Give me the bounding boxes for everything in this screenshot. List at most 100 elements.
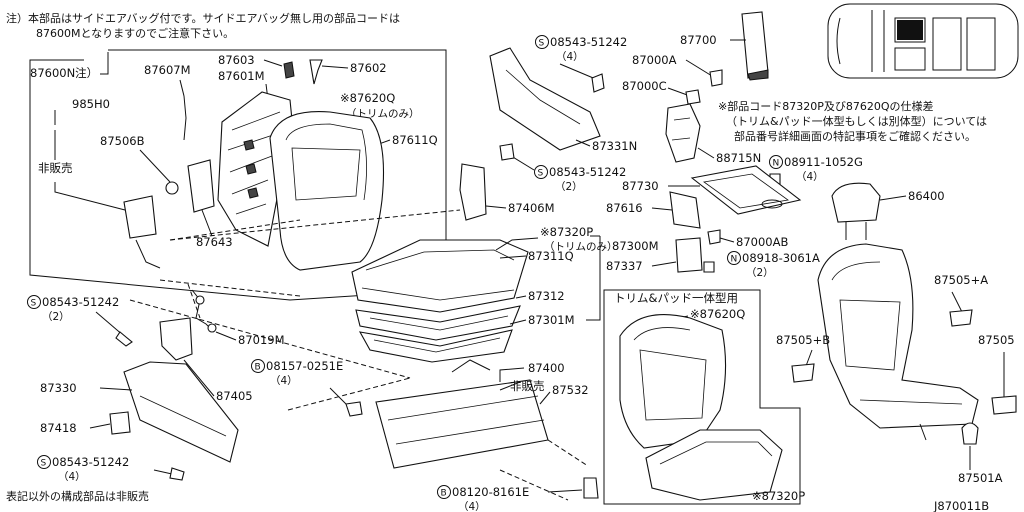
cover-87505-part (991, 395, 1017, 415)
nut-87506B-part (165, 181, 179, 195)
label-87320P-int: ※87320P (752, 489, 805, 503)
label-87505A: 87505+A (934, 273, 988, 287)
label-87406M: 87406M (508, 201, 555, 215)
label-trim-only-cushion: （トリムのみ） (544, 241, 618, 253)
nut-n1-callout: N 08911-1052G （4） (769, 155, 863, 185)
label-87532: 87532 (552, 383, 589, 397)
label-87330: 87330 (40, 381, 77, 395)
seatback-assembly-frame (29, 49, 447, 301)
label-87616: 87616 (606, 201, 643, 215)
label-87643: 87643 (196, 235, 233, 249)
nut-n1-qty: （4） (796, 171, 824, 183)
bolt-b2-callout: B 08120-8161E （4） (437, 477, 599, 512)
headrest-86400-part (831, 182, 881, 240)
recliner-bracket-87331N-part (489, 47, 601, 151)
note-not-sold: 表記以外の構成部品は非販売 (6, 489, 149, 503)
integrated-box-title: トリム&パッド一体型用 (614, 291, 738, 305)
label-87620Q-int: ※87620Q (690, 307, 745, 321)
cable-87607M-part (183, 95, 187, 141)
note-spec-line3: 部品番号詳細画面の特記事項をご確認ください。 (734, 129, 976, 143)
label-87000C: 87000C (622, 79, 667, 93)
label-985H0: 985H0 (72, 97, 110, 111)
bolt-s3-qty: （2） (555, 181, 583, 193)
seatback-cushion-part (269, 110, 384, 271)
bolt-s1-number: 08543-51242 (550, 35, 627, 49)
side-cover-87330-part (123, 361, 239, 463)
complete-seat-part (817, 243, 979, 441)
b-symbol: B (255, 363, 261, 373)
nut-n1-number: 08911-1052G (784, 155, 863, 169)
bracket-87337-part (675, 237, 703, 273)
bolt-b1-number: 08157-0251E (266, 359, 343, 373)
label-not-sold-airbag: 非販売 (38, 161, 73, 175)
b-symbol: B (441, 489, 447, 499)
label-87000AB: 87000AB (736, 235, 788, 249)
label-88715N: 88715N (716, 151, 761, 165)
s-symbol: S (41, 459, 47, 469)
seat-frame-87301M-part (358, 329, 513, 363)
label-87601M: 87601M (218, 69, 265, 83)
bolt-s4-callout: S 08543-51242 （4） (37, 455, 185, 483)
nut-n2-qty: （2） (746, 267, 774, 279)
label-87505B: 87505+B (776, 333, 830, 347)
integrated-trim-box (603, 289, 801, 505)
label-87312: 87312 (528, 289, 565, 303)
clip-87000C-part (685, 89, 701, 105)
label-87602: 87602 (350, 61, 387, 75)
bolt-s1-callout: S 08543-51242 （4） (535, 35, 627, 93)
label-87418: 87418 (40, 421, 77, 435)
label-87405: 87405 (216, 389, 253, 403)
clip-87000AB-part (707, 229, 721, 245)
hinge-88715N-part (665, 103, 701, 163)
label-87019M: 87019M (238, 333, 285, 347)
note-spec-line1: ※部品コード87320P及び87620Qの仕様差 (718, 99, 934, 113)
label-87331N: 87331N (592, 139, 637, 153)
knob-87418-part (109, 411, 131, 435)
note-spec-line2: （トリム&パッド一体型もしくは別体型）については (726, 114, 987, 128)
label-87620Q-trim: ※87620Q (340, 91, 395, 105)
bolt-s3-number: 08543-51242 (549, 165, 626, 179)
label-87607M: 87607M (144, 63, 191, 77)
label-87300M: 87300M (612, 239, 659, 253)
tray-87730-part (690, 165, 802, 215)
vehicle-locator-icon (827, 3, 1019, 79)
bolt-b2-qty: （4） (458, 501, 486, 512)
bolt-s4-qty: （4） (58, 471, 86, 483)
label-86400: 86400 (908, 189, 945, 203)
nut-n2-number: 08918-3061A (742, 251, 820, 265)
s-symbol: S (31, 299, 37, 309)
seat-cushion-part (351, 239, 529, 313)
bolt-s4-number: 08543-51242 (52, 455, 129, 469)
label-87730: 87730 (622, 179, 659, 193)
cover-87505B-part (791, 363, 815, 383)
bolt-s1-qty: （4） (556, 51, 584, 63)
bolt-s2-callout: S 08543-51242 （2） (27, 295, 133, 347)
label-not-sold-rail: 非販売 (510, 379, 545, 393)
bracket-87406M-part (459, 163, 487, 221)
note-airbag-line2: 87600Mとなりますのでご注意下さい。 (36, 26, 234, 40)
label-87600N: 87600N注） (30, 66, 98, 80)
pad-87643-part (187, 159, 215, 213)
cushion-trim-integrated-part (645, 429, 783, 501)
label-87506B: 87506B (100, 134, 145, 148)
seatback-trim-integrated-part (619, 314, 727, 449)
bolt-s2-number: 08543-51242 (42, 295, 119, 309)
s-symbol: S (538, 169, 544, 179)
bolt-b1-callout: B 08157-0251E （4） (251, 359, 363, 417)
airbag-module-part (123, 195, 157, 239)
label-87501A: 87501A (958, 471, 1003, 485)
cover-87700-part (741, 11, 769, 81)
label-87700: 87700 (680, 33, 717, 47)
s-symbol: S (539, 39, 545, 49)
wire-harness-87019M-part (191, 289, 217, 333)
bracket-87405-part (159, 317, 193, 361)
diagram-ref-code: J870011B (933, 499, 989, 512)
n-symbol: N (773, 159, 780, 169)
label-87337: 87337 (606, 259, 643, 273)
bracket-87616-part (669, 191, 701, 229)
bolt-87602-part (309, 59, 323, 85)
label-87505: 87505 (978, 333, 1015, 347)
seat-pad-part (355, 305, 521, 341)
n-symbol: N (731, 255, 738, 265)
